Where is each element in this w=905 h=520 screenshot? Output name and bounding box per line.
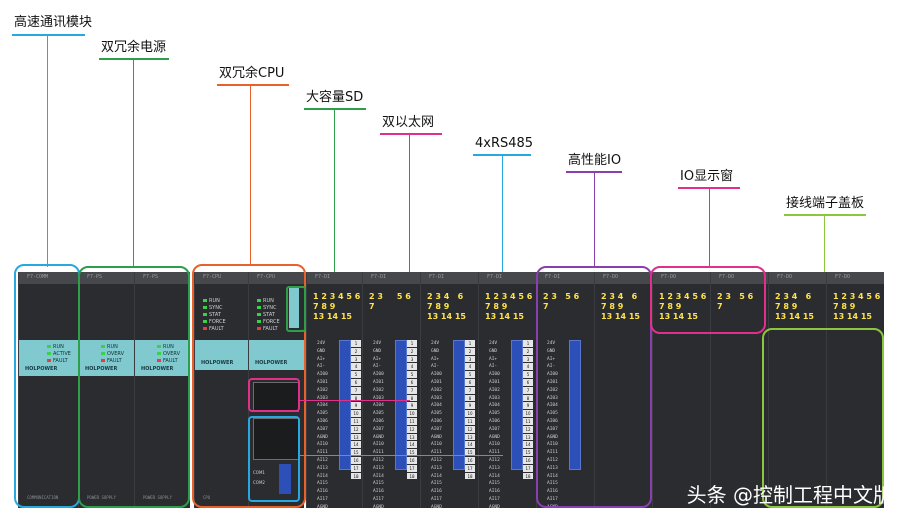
callout-terminal-cover: 接线端子盖板 <box>786 196 865 211</box>
io-module-9: F7-DO 2 3 4 6 7 8 9 13 14 15 <box>768 272 826 508</box>
callout-power: 双冗余电源 <box>101 40 167 55</box>
frame-power <box>78 266 190 508</box>
callout-eth-underline <box>380 133 442 135</box>
callout-rs485: 4xRS485 <box>475 136 534 151</box>
frame-io <box>536 266 652 508</box>
power2-status-panel: RUN OVERV FAULT HOLPOWER <box>135 340 190 376</box>
io-module-8: F7-DO 2 3 5 6 7 <box>710 272 768 508</box>
cpu-module-1: F7-CPU RUN SYNC STAT FORCE FAULT HOLPOWE… <box>194 272 248 508</box>
frame-ethernet <box>248 378 300 412</box>
watermark: 头条 @控制工程中文版 <box>686 483 893 507</box>
power1-status-panel: RUN OVERV FAULT HOLPOWER <box>79 340 134 376</box>
cpu1-band: HOLPOWER <box>195 340 248 370</box>
callout-cpu-underline <box>217 84 289 86</box>
eth-connector-line <box>300 400 410 401</box>
callout-sd-leader <box>334 109 335 319</box>
cpu-port-labels: COM1 COM2 <box>253 470 265 485</box>
callout-comm-module: 高速通讯模块 <box>14 15 93 30</box>
callout-power-underline <box>99 58 169 60</box>
io-module-4: F7-DI 1 2 3 4 5 6 7 8 9 13 14 15 24V GND… <box>478 272 536 508</box>
callout-eth-leader <box>409 134 410 401</box>
power-module-2: F7-PS RUN OVERV FAULT HOLPOWER POWER SUP… <box>134 272 190 508</box>
cpu2-led-list: RUN SYNC STAT FORCE FAULT <box>257 298 280 333</box>
cpu-module-2: F7-CPU RUN SYNC STAT FORCE FAULT HOLPOWE… <box>248 272 304 508</box>
frame-comm <box>14 264 80 508</box>
callout-ethernet: 双以太网 <box>382 115 435 130</box>
cpu2-band: HOLPOWER <box>249 340 304 370</box>
callout-sd-underline <box>304 108 366 110</box>
io-module-5: F7-DI 2 3 5 6 7 24V GND AI+ AI- AI00 AI0… <box>536 272 594 508</box>
io-module-1: F7-DI 1 2 3 4 5 6 7 8 9 13 14 15 24V GND… <box>306 272 362 508</box>
callout-display-leader <box>709 188 710 266</box>
sd-card-slot <box>289 288 299 328</box>
callout-cpu: 双冗余CPU <box>219 66 285 81</box>
comm-module: F7-COMM RUN ACTIVE FAULT HOLPOWER COMMUN… <box>18 272 78 508</box>
rs485-connector-line <box>300 455 503 456</box>
callout-comm-underline <box>12 34 85 36</box>
rs485-port-block <box>253 418 299 460</box>
io-module-3: F7-DI 2 3 4 6 7 8 9 13 14 15 24V GND AI+… <box>420 272 478 508</box>
callout-comm-leader <box>47 35 48 267</box>
cpu1-led-list: RUN SYNC STAT FORCE FAULT <box>203 298 226 333</box>
frame-terminal-cover <box>762 328 884 508</box>
cpu-blue-terminal <box>279 464 291 494</box>
comm-status-panel: RUN ACTIVE FAULT HOLPOWER <box>19 340 78 376</box>
io-module-2: F7-DI 2 3 5 6 7 24V GND AI+ AI- AI00 AI0… <box>362 272 420 508</box>
callout-io: 高性能IO <box>568 153 622 168</box>
io-module-10: F7-DO 1 2 3 4 5 6 7 8 9 13 14 15 <box>826 272 884 508</box>
frame-cpu <box>192 264 306 508</box>
callout-cpu-leader <box>250 85 251 265</box>
frame-sd <box>286 286 306 332</box>
callout-sd: 大容量SD <box>306 90 364 105</box>
io-module-7: F7-DO 1 2 3 4 5 6 7 8 9 13 14 15 <box>652 272 710 508</box>
callout-io-leader <box>594 172 595 267</box>
callout-terminal-underline <box>784 214 866 216</box>
callout-terminal-leader <box>824 215 825 328</box>
callout-power-leader <box>133 59 134 267</box>
io-module-6: F7-DO 2 3 4 6 7 8 9 13 14 15 <box>594 272 652 508</box>
callout-display: IO显示窗 <box>680 169 734 184</box>
frame-display <box>650 266 766 334</box>
frame-rs485 <box>248 416 300 502</box>
